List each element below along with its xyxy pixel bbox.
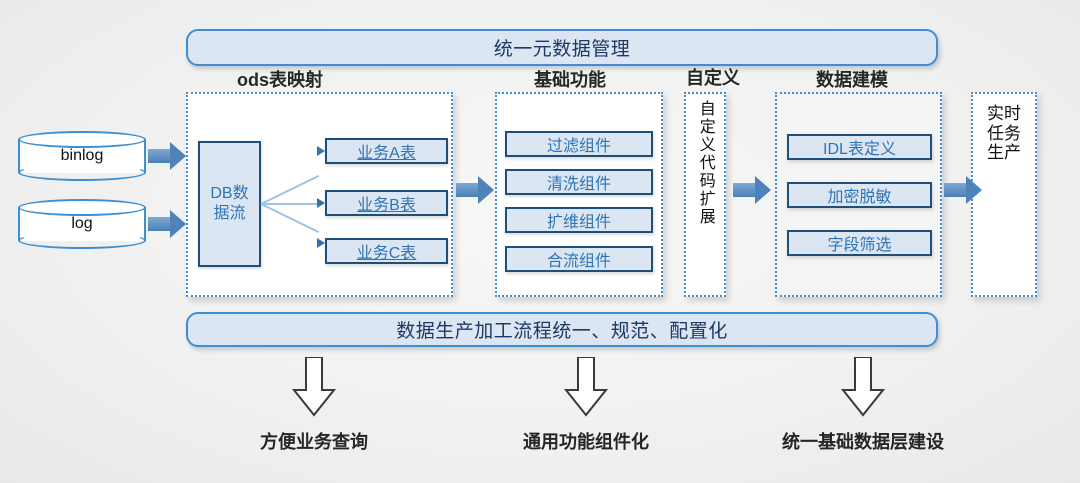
arrow-head xyxy=(755,176,771,204)
db-stream-box: DB数 据流 xyxy=(198,141,261,267)
output-realtime-task-production: 实时 任务 生产 xyxy=(971,92,1037,297)
cylinder-bottom xyxy=(18,232,146,249)
arrow-shaft xyxy=(733,183,757,197)
arrow-head xyxy=(478,176,494,204)
arrow-head xyxy=(966,176,982,204)
arrow-shaft xyxy=(456,183,480,197)
caption-data-modeling: 数据建模 xyxy=(816,70,888,90)
modeling-component-field-filter: 字段筛选 xyxy=(787,230,932,256)
cylinder-top xyxy=(18,131,146,148)
ods-table-a: 业务A表 xyxy=(325,138,448,164)
down-arrow-2 xyxy=(563,357,609,417)
arrow-shaft xyxy=(944,183,968,197)
modeling-component-idl-definition: IDL表定义 xyxy=(787,134,932,160)
connector-arrowhead-c xyxy=(317,238,325,248)
basic-component-enrich: 扩维组件 xyxy=(505,207,653,233)
arrow-shaft xyxy=(148,149,172,163)
group-custom-code: 自定义代码扩展 xyxy=(684,92,726,297)
db-stream-line2: 据流 xyxy=(213,205,246,222)
db-stream-line1: DB数 xyxy=(210,185,249,202)
connector-to-table-b xyxy=(261,203,323,205)
caption-custom: 自定义 xyxy=(686,68,740,88)
arrow-ods-to-basic xyxy=(456,176,496,204)
down-arrow-1 xyxy=(291,357,337,417)
basic-component-clean: 清洗组件 xyxy=(505,169,653,195)
outcome-componentized-functions: 通用功能组件化 xyxy=(523,432,649,452)
basic-component-merge: 合流组件 xyxy=(505,246,653,272)
modeling-component-encryption-masking: 加密脱敏 xyxy=(787,182,932,208)
connector-arrowhead-b xyxy=(317,198,325,208)
outcome-convenient-query: 方便业务查询 xyxy=(260,432,368,452)
down-arrow-3 xyxy=(840,357,886,417)
datasource-binlog-label: binlog xyxy=(60,147,104,164)
ods-table-c: 业务C表 xyxy=(325,238,448,264)
banner-unified-pipeline: 数据生产加工流程统一、规范、配置化 xyxy=(186,312,938,347)
datasource-binlog: binlog xyxy=(18,131,146,181)
basic-component-filter: 过滤组件 xyxy=(505,131,653,157)
custom-code-label: 自定义代码扩展 xyxy=(696,100,714,226)
datasource-log: log xyxy=(18,199,146,249)
cylinder-top xyxy=(18,199,146,216)
output-label: 实时 任务 生产 xyxy=(987,104,1021,163)
datasource-log-label: log xyxy=(71,215,93,232)
connector-arrowhead-a xyxy=(317,146,325,156)
arrow-modeling-to-output xyxy=(944,176,984,204)
cylinder-bottom xyxy=(18,164,146,181)
caption-basic-functions: 基础功能 xyxy=(534,70,606,90)
ods-table-b: 业务B表 xyxy=(325,190,448,216)
arrow-head xyxy=(170,210,186,238)
arrow-head xyxy=(170,142,186,170)
caption-ods-mapping: ods表映射 xyxy=(236,70,323,90)
outcome-unified-base-data-layer: 统一基础数据层建设 xyxy=(782,432,944,452)
banner-unified-metadata-management: 统一元数据管理 xyxy=(186,29,938,66)
arrow-binlog-to-ods xyxy=(148,142,188,170)
arrow-log-to-ods xyxy=(148,210,188,238)
arrow-shaft xyxy=(148,217,172,231)
arrow-custom-to-modeling xyxy=(733,176,773,204)
